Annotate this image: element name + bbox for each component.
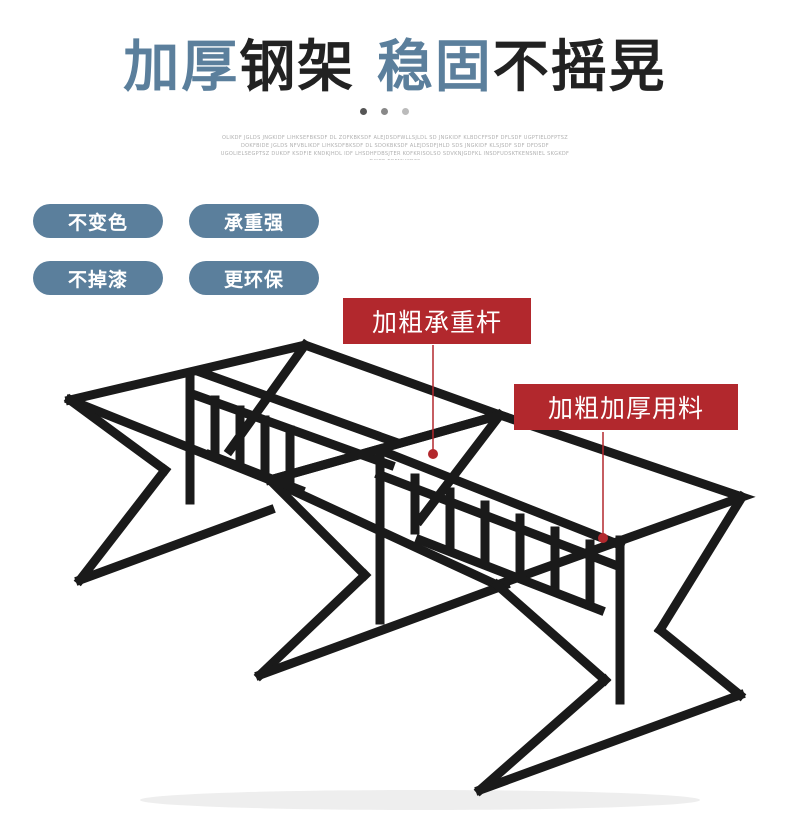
feature-pill-4: 更环保 bbox=[189, 261, 319, 295]
feature-pill-1: 不变色 bbox=[33, 204, 163, 238]
headline-part-3: 稳固 bbox=[376, 35, 493, 100]
headline-part-4: 不摇晃 bbox=[492, 35, 667, 100]
headline: 加厚钢架 稳固不摇晃 bbox=[0, 22, 790, 103]
headline-part-1: 加厚 bbox=[123, 35, 240, 100]
callout-thickened-material: 加粗加厚用料 bbox=[514, 384, 738, 430]
dot-3 bbox=[402, 108, 409, 115]
decorative-fine-text: OLIKDF JGLDS JNGKIDF LIHKSEFBKSDF DL ZOF… bbox=[220, 135, 570, 160]
carousel-dots bbox=[360, 108, 409, 115]
feature-pill-3: 不掉漆 bbox=[33, 261, 163, 295]
dot-2 bbox=[381, 108, 388, 115]
headline-part-2: 钢架 bbox=[239, 35, 377, 100]
callout-reinforced-bar: 加粗承重杆 bbox=[343, 298, 531, 344]
dot-1 bbox=[360, 108, 367, 115]
feature-pill-2: 承重强 bbox=[189, 204, 319, 238]
